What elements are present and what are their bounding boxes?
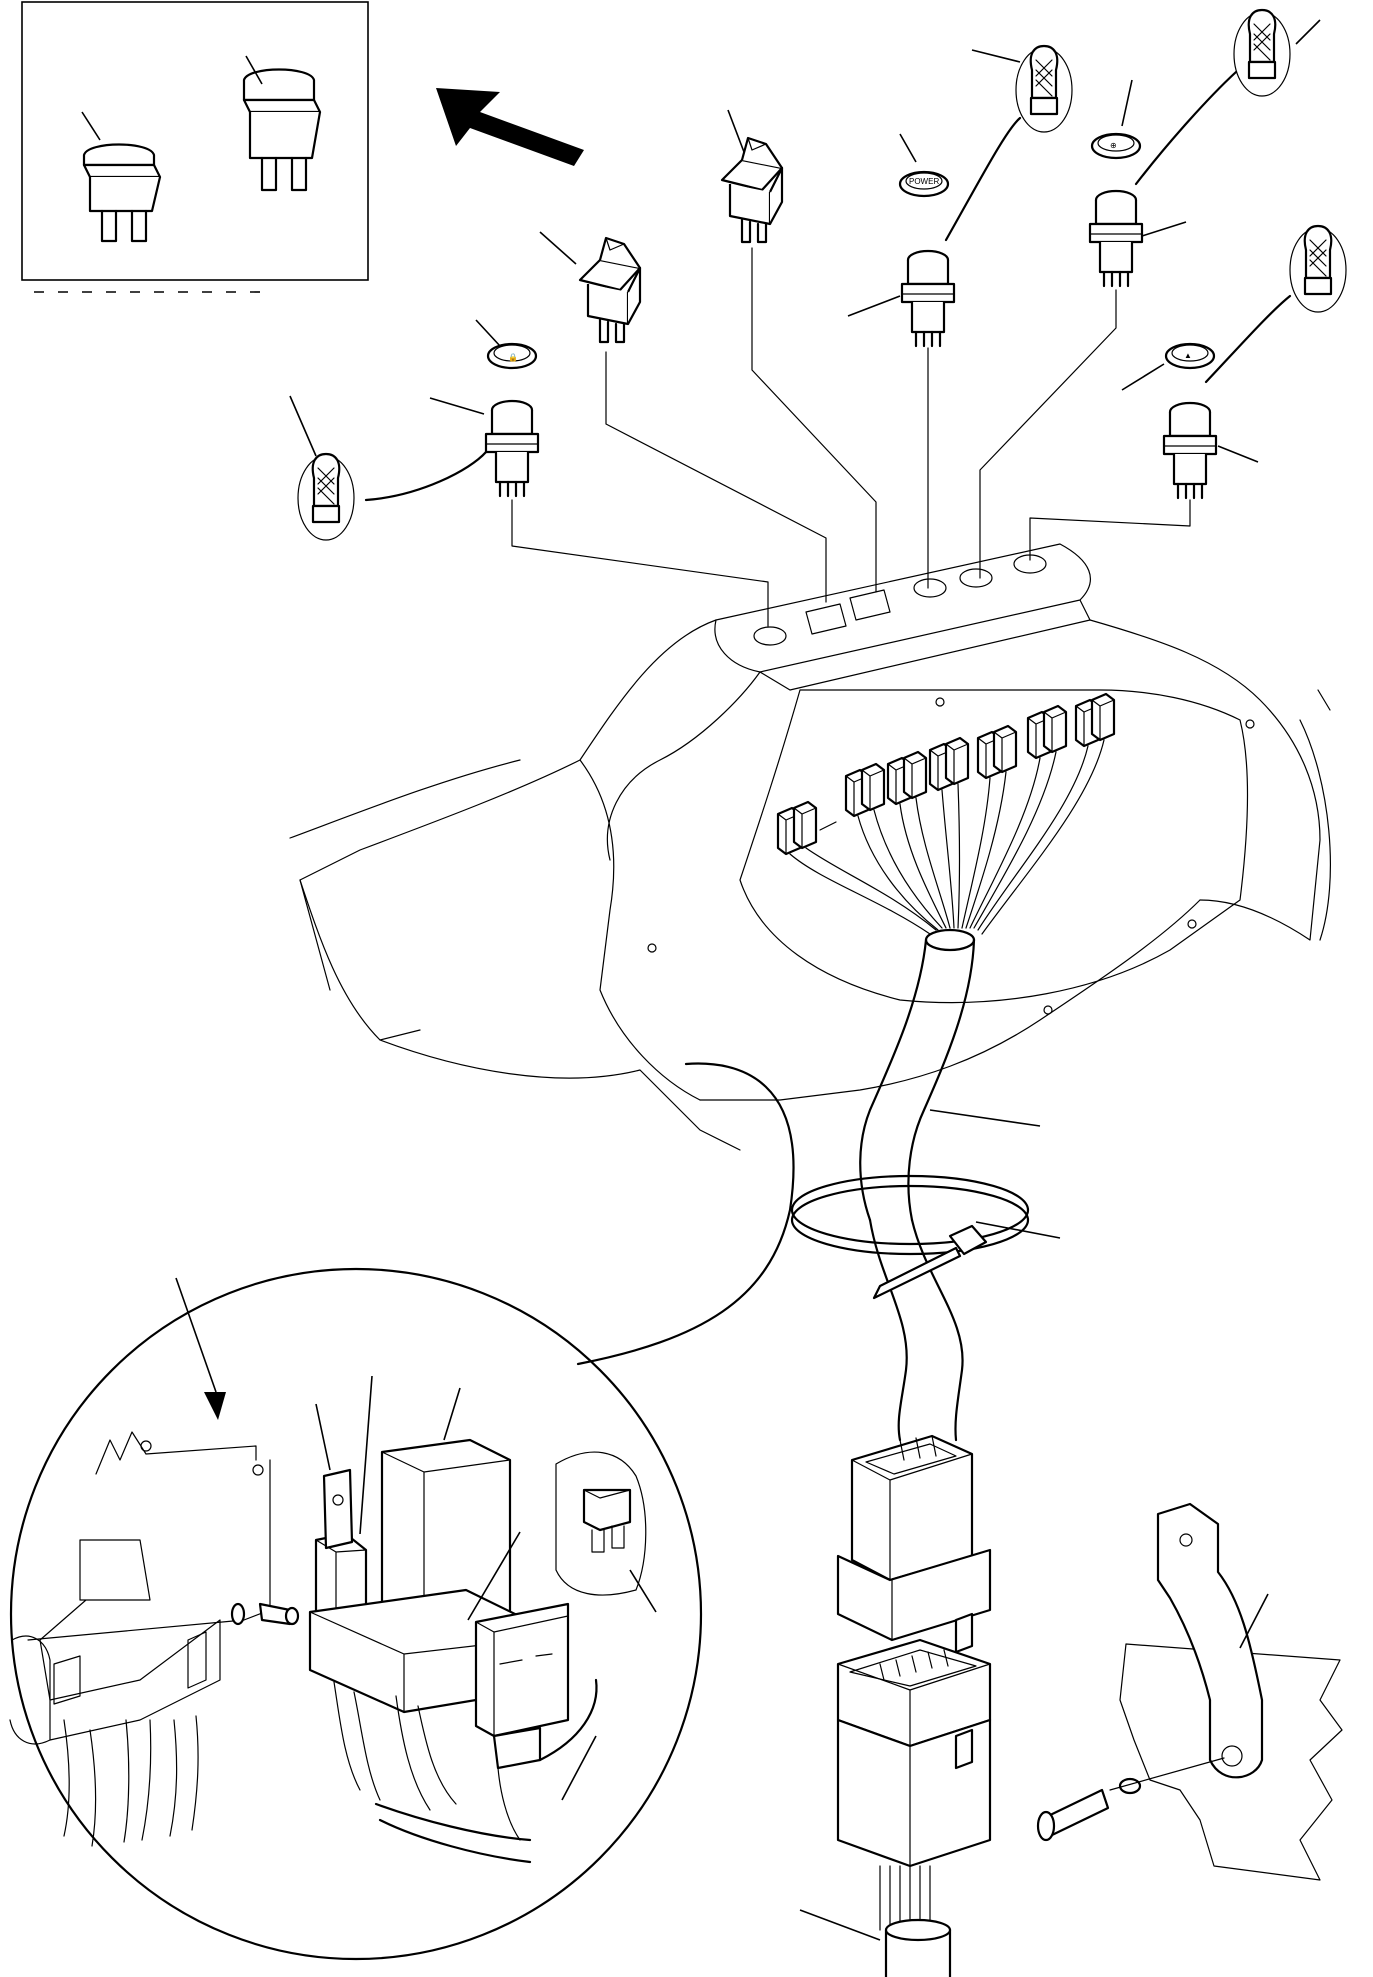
cable-tie [790, 1174, 1061, 1300]
output-cable [799, 1865, 952, 1977]
rocker-switch-alt-right [242, 68, 322, 192]
relay-block-left [9, 1539, 221, 1847]
fuse [555, 1451, 647, 1596]
svg-text:⊕: ⊕ [1110, 141, 1117, 150]
bulb-right-lower [1288, 224, 1348, 314]
harness-wires [789, 739, 1105, 935]
bulb-left [296, 452, 356, 542]
connector-plug [836, 1434, 992, 1868]
inset-frame [21, 1, 369, 281]
main-cable [859, 928, 1041, 1442]
bulb-power [1014, 44, 1074, 134]
power-cap-label: POWER [909, 177, 939, 186]
detail-arrow [204, 1392, 226, 1420]
relay-main [308, 1438, 598, 1864]
rocker-switch-alt-left [82, 143, 162, 243]
harness-connectors [776, 692, 1116, 935]
rocker-switch-1 [578, 236, 642, 344]
relay-detail-circle [9, 1062, 795, 1961]
switch-right-lower-pushbutton: ▲ [1121, 224, 1348, 500]
switch-to-panel-leaders [511, 247, 1191, 627]
ground-strap [1036, 1502, 1343, 1881]
rocker-switch-2 [720, 136, 784, 244]
bulb-right-upper [1232, 8, 1292, 98]
switch-power-pushbutton: POWER [847, 44, 1074, 348]
switch-left-pushbutton: 🔒 [289, 319, 540, 542]
dashboard-panel [289, 543, 1331, 1151]
direction-arrow [436, 88, 584, 166]
svg-text:🔒: 🔒 [508, 353, 518, 362]
svg-text:▲: ▲ [1184, 351, 1192, 360]
inset-alternative-switches [21, 1, 369, 293]
switch-right-upper-pushbutton: ⊕ [1088, 8, 1321, 288]
bolt-washer [230, 1602, 300, 1626]
